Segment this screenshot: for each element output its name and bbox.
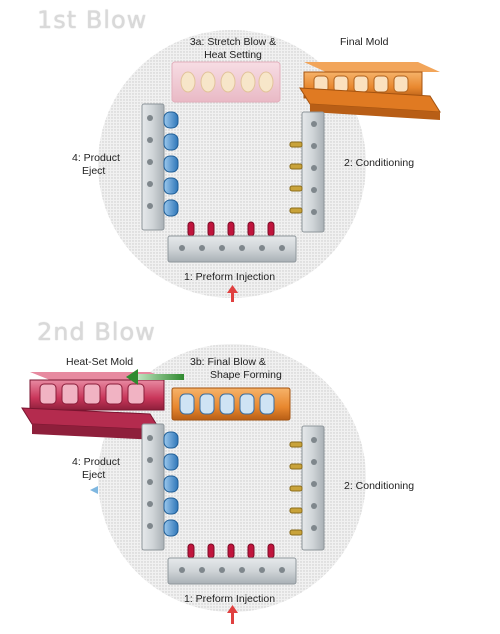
preform-injection-label-1: 1: Preform Injection: [184, 271, 276, 283]
product-eject-label-2: 4: Product Eject: [72, 456, 120, 482]
product-eject-station-2: [90, 423, 179, 551]
conditioning-station-1: [289, 111, 325, 233]
product-eject-label-1-line1: 4: Product: [72, 152, 120, 164]
second-blow-diagram: [21, 344, 366, 624]
eject-arrow-icon: [90, 486, 98, 494]
preform-injection-station-2: [167, 543, 297, 585]
conditioning-label-1: 2: Conditioning: [344, 157, 415, 169]
final-blow-label-line1: 3b: Final Blow &: [190, 356, 266, 368]
final-blow-label: 3b: Final Blow & Shape Forming: [190, 356, 282, 382]
preform-injection-label-2: 1: Preform Injection: [184, 593, 276, 605]
final-shape-mold-orange: [171, 387, 291, 421]
product-eject-label-2-line2: Eject: [82, 469, 106, 481]
injection-arrow-2: [227, 605, 238, 624]
product-eject-label-1-line2: Eject: [82, 165, 106, 177]
product-eject-label-2-line1: 4: Product: [72, 456, 120, 468]
final-mold-label: Final Mold: [340, 36, 389, 48]
second-blow-title: 2nd Blow: [37, 318, 156, 346]
final-mold-orange: [299, 62, 441, 120]
final-blow-label-line2: Shape Forming: [210, 369, 282, 381]
product-eject-label-1: 4: Product Eject: [72, 152, 120, 178]
stretch-blow-mold-ghost: [171, 61, 281, 103]
product-eject-station-1: [141, 103, 179, 231]
heat-set-mold-label: Heat-Set Mold: [66, 356, 134, 368]
heat-set-mold-red: [21, 372, 170, 440]
rotary-table-1: [98, 30, 366, 298]
stretch-blow-label: 3a: Stretch Blow & Heat Setting: [168, 36, 298, 62]
first-blow-title: 1st Blow: [37, 6, 148, 34]
conditioning-station-2: [289, 425, 325, 551]
mold-transfer-arrow: [126, 369, 184, 385]
preform-injection-station-1: [167, 221, 297, 263]
first-blow-diagram: [98, 30, 441, 302]
stretch-blow-label-line1: 3a: Stretch Blow &: [189, 36, 277, 48]
rotary-table-2: [98, 344, 366, 612]
injection-arrow-1: [227, 285, 238, 302]
conditioning-label-2: 2: Conditioning: [344, 480, 415, 492]
stretch-blow-label-line2: Heat Setting: [204, 49, 262, 61]
